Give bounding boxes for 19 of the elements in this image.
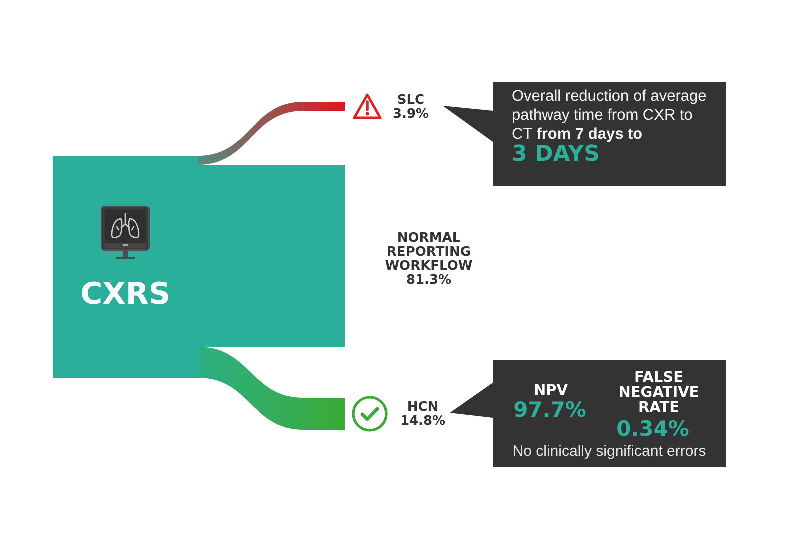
- callout-box: [493, 360, 726, 467]
- callout-text: Overall reduction of average pathway time from CXR to CT from 7 days to: [512, 87, 708, 144]
- stat-value: 3 DAYS: [512, 143, 600, 167]
- flow-label: SLC 3.9%: [392, 94, 430, 122]
- flow-band: [198, 347, 345, 430]
- flow-label: NORMAL REPORTING WORKFLOW 81.3%: [384, 232, 474, 288]
- flow-band: [198, 165, 345, 347]
- stat-value: 0.34%: [616, 417, 690, 441]
- callout-box: [493, 82, 726, 186]
- callout-pointer: [450, 383, 493, 418]
- flow-label: HCN 14.8%: [399, 401, 447, 429]
- callout-pointer: [443, 106, 493, 142]
- source-block: [53, 156, 198, 378]
- stat-value: 97.7%: [514, 398, 586, 422]
- stat-label: FALSE NEGATIVE RATE: [618, 371, 700, 416]
- stat-label: NPV: [534, 384, 568, 399]
- node-label: CXRS: [80, 278, 170, 312]
- flow-band: [198, 102, 345, 165]
- callout-note: No clinically significant errors: [512, 443, 706, 460]
